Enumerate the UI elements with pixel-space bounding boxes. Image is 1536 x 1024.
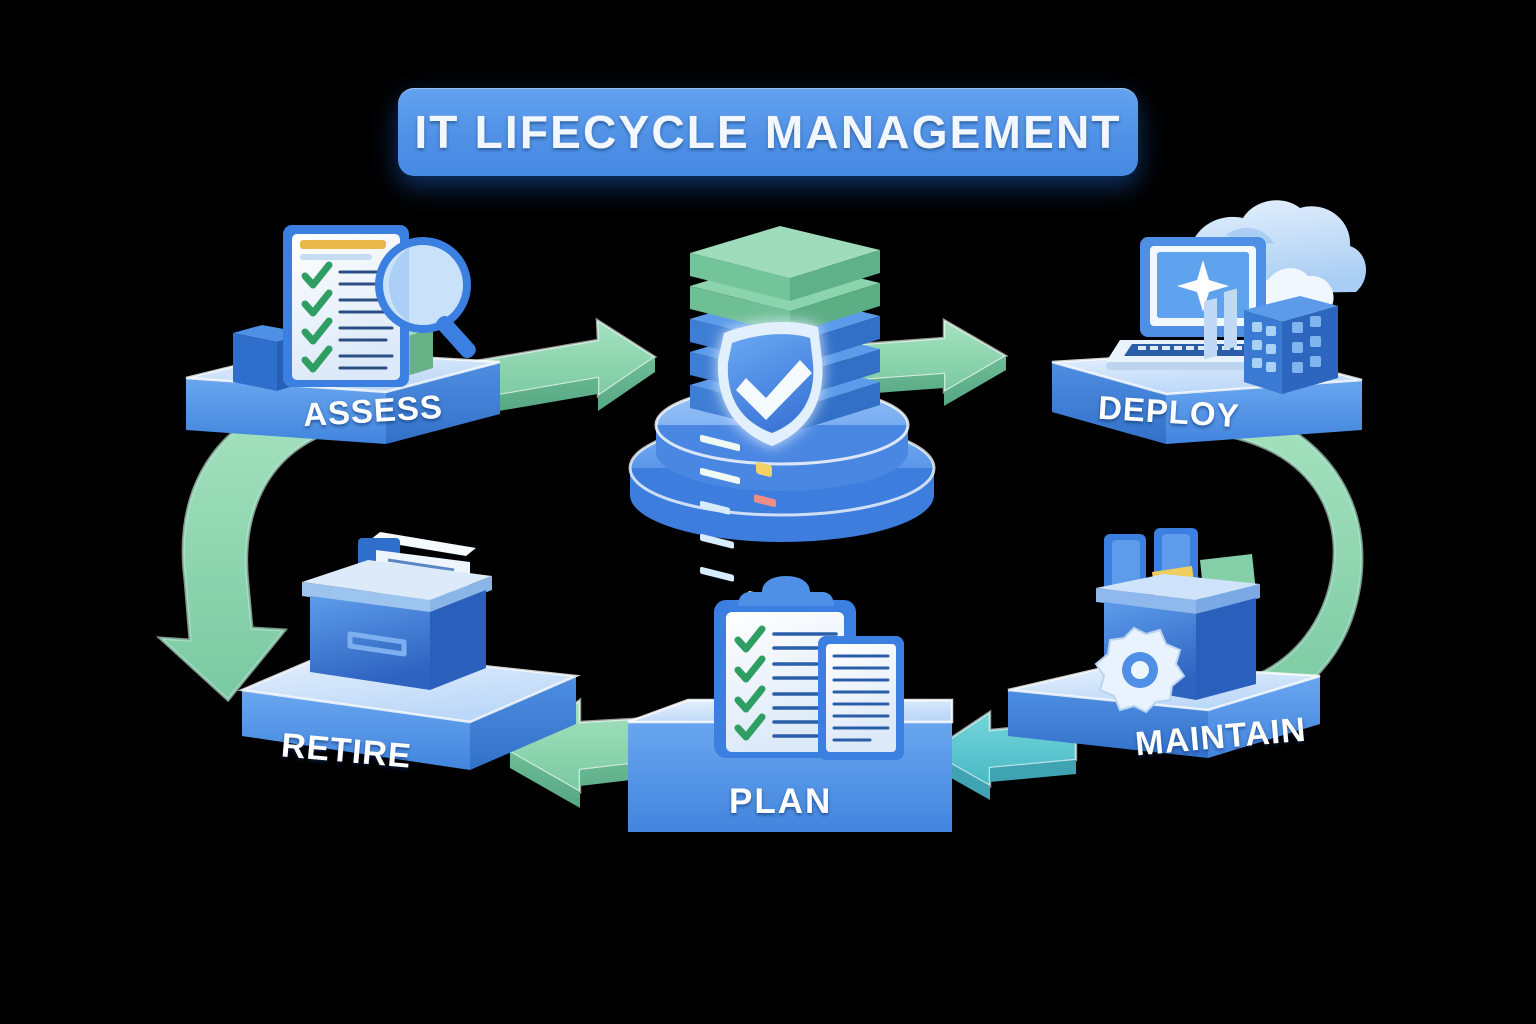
stage-retire[interactable] <box>237 532 581 770</box>
plan-icons <box>714 576 904 760</box>
page-title: IT LIFECYCLE MANAGEMENT <box>414 106 1122 158</box>
title-banner: IT LIFECYCLE MANAGEMENT <box>398 88 1138 176</box>
gear-icon <box>1094 626 1186 714</box>
retire-archive-box <box>302 532 492 690</box>
stage-plan[interactable] <box>627 576 954 832</box>
magnifier-icon <box>375 237 476 359</box>
deploy-icons <box>1106 200 1367 394</box>
stage-assess[interactable] <box>185 225 501 444</box>
server-rack-icon <box>1244 296 1338 394</box>
connector-retire-to-assess <box>155 398 323 703</box>
shield-check-icon <box>717 322 823 446</box>
assess-icons <box>233 225 476 391</box>
maintain-icons <box>1094 288 1260 714</box>
stage-maintain[interactable] <box>1007 288 1321 758</box>
stage-deploy[interactable] <box>1051 200 1367 444</box>
